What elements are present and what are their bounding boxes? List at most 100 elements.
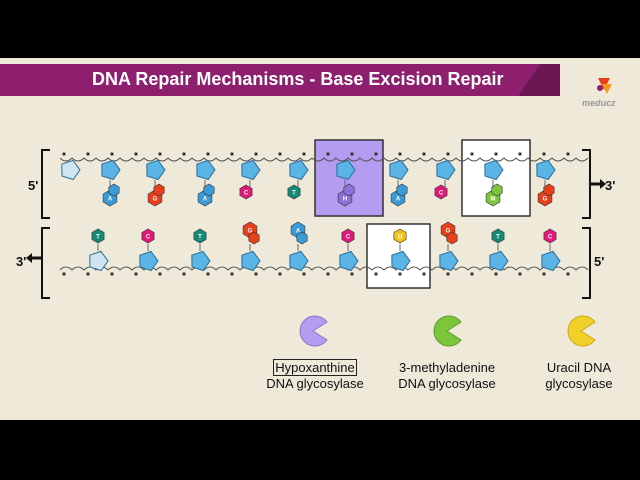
enzyme-label-uracil: Uracil DNA glycosylase <box>524 360 634 392</box>
sugar-pentagon <box>339 250 359 272</box>
phosphate-mark <box>470 152 474 156</box>
base-label-A: A <box>296 229 301 235</box>
phosphate-mark <box>62 272 66 276</box>
phosphate-mark <box>254 272 258 276</box>
sugar-pentagon <box>489 250 509 272</box>
base-ring-G <box>248 231 260 245</box>
phosphate-mark <box>350 272 354 276</box>
sugar-pentagon <box>196 159 216 181</box>
phosphate-mark <box>206 152 210 156</box>
base-ring-U <box>393 228 407 244</box>
sugar-pentagon <box>536 159 556 181</box>
top-strand-left-bracket <box>41 149 50 219</box>
purple-pacman-icon <box>299 315 328 347</box>
phosphate-mark <box>566 272 570 276</box>
phosphate-mark <box>182 272 186 276</box>
base-ring-A <box>108 183 120 197</box>
bottom-strand-5-prime-label: 5' <box>594 254 605 269</box>
enzyme-name-line1: Hypoxanthine <box>273 359 357 376</box>
phosphate-mark <box>398 152 402 156</box>
phosphate-mark <box>398 272 402 276</box>
sugar-pentagon <box>191 250 211 272</box>
base-ring-C <box>239 184 253 200</box>
phosphate-mark <box>422 272 426 276</box>
base-ring-G <box>153 183 165 197</box>
enzyme-name-line2: DNA glycosylase <box>266 376 364 391</box>
phosphate-mark <box>134 272 138 276</box>
top-strand-arrowhead <box>600 179 606 189</box>
base-label-C: C <box>548 235 553 241</box>
sugar-pentagon <box>389 159 409 181</box>
phosphate-mark <box>254 152 258 156</box>
base-ring-C <box>434 184 448 200</box>
phosphate-mark <box>110 152 114 156</box>
phosphate-mark <box>374 152 378 156</box>
base-label-G: G <box>446 229 451 235</box>
phosphate-mark <box>86 152 90 156</box>
base-ring-T <box>287 184 301 200</box>
base-label-C: C <box>146 235 151 241</box>
sugar-pentagon <box>391 250 411 272</box>
phosphate-mark <box>470 272 474 276</box>
sugar-pentagon <box>289 250 309 272</box>
phosphate-mark <box>350 152 354 156</box>
phosphate-mark <box>494 152 498 156</box>
phosphate-mark <box>230 152 234 156</box>
sugar-pentagon <box>241 250 261 272</box>
phosphate-mark <box>326 272 330 276</box>
bottom-backbone <box>59 266 589 271</box>
phosphate-mark <box>518 152 522 156</box>
base-label-T: T <box>292 191 296 197</box>
slide-canvas: DNA Repair Mechanisms - Base Excision Re… <box>0 58 640 420</box>
phosphate-mark <box>518 272 522 276</box>
enzyme-name-line2: glycosylase <box>545 376 613 391</box>
enzyme-label-hypoxanthine: Hypoxanthine DNA glycosylase <box>250 359 380 392</box>
base-label-M: M <box>491 197 496 203</box>
phosphate-mark <box>86 272 90 276</box>
phosphate-mark <box>566 152 570 156</box>
base-label-C: C <box>439 191 444 197</box>
top-strand-3-prime-label: 3' <box>605 178 616 193</box>
base-label-C: C <box>244 191 249 197</box>
base-ring-G <box>543 183 555 197</box>
sugar-pentagon <box>484 159 504 181</box>
phosphate-mark <box>302 272 306 276</box>
bottom-strand-left-bracket <box>41 227 50 299</box>
base-ring-A <box>203 183 215 197</box>
phosphate-mark <box>326 152 330 156</box>
base-ring-T <box>491 228 505 244</box>
phosphate-mark <box>110 272 114 276</box>
base-ring-C <box>141 228 155 244</box>
sugar-pentagon <box>139 250 159 272</box>
phosphate-mark <box>158 152 162 156</box>
sugar-pentagon <box>241 159 261 181</box>
base-label-A: A <box>396 197 401 203</box>
base-ring-G <box>446 231 458 245</box>
title-band <box>0 64 540 96</box>
enzyme-name-line1: 3-methyladenine <box>398 360 496 375</box>
phosphate-mark <box>62 152 66 156</box>
base-label-H: H <box>343 197 347 203</box>
base-ring-T <box>193 228 207 244</box>
bottom-strand-right-bracket <box>582 227 591 299</box>
phosphate-mark <box>206 272 210 276</box>
meducz-logo-icon <box>597 78 612 94</box>
base-ring-C <box>341 228 355 244</box>
base-label-T: T <box>496 235 500 241</box>
base-label-T: T <box>96 235 100 241</box>
yellow-pacman-icon <box>567 315 596 347</box>
sugar-pentagon <box>146 159 166 181</box>
base-label-T: T <box>198 235 202 241</box>
phosphate-mark <box>134 152 138 156</box>
phosphate-mark <box>374 272 378 276</box>
base-ring-A <box>396 183 408 197</box>
sugar-pentagon <box>436 159 456 181</box>
bottom-strand-3-prime-label: 3' <box>16 254 27 269</box>
base-ring-T <box>91 228 105 244</box>
phosphate-mark <box>542 152 546 156</box>
base-label-A: A <box>108 197 113 203</box>
base-label-C: C <box>346 235 351 241</box>
phosphate-mark <box>302 152 306 156</box>
base-ring-H <box>343 183 355 197</box>
phosphate-mark <box>422 152 426 156</box>
